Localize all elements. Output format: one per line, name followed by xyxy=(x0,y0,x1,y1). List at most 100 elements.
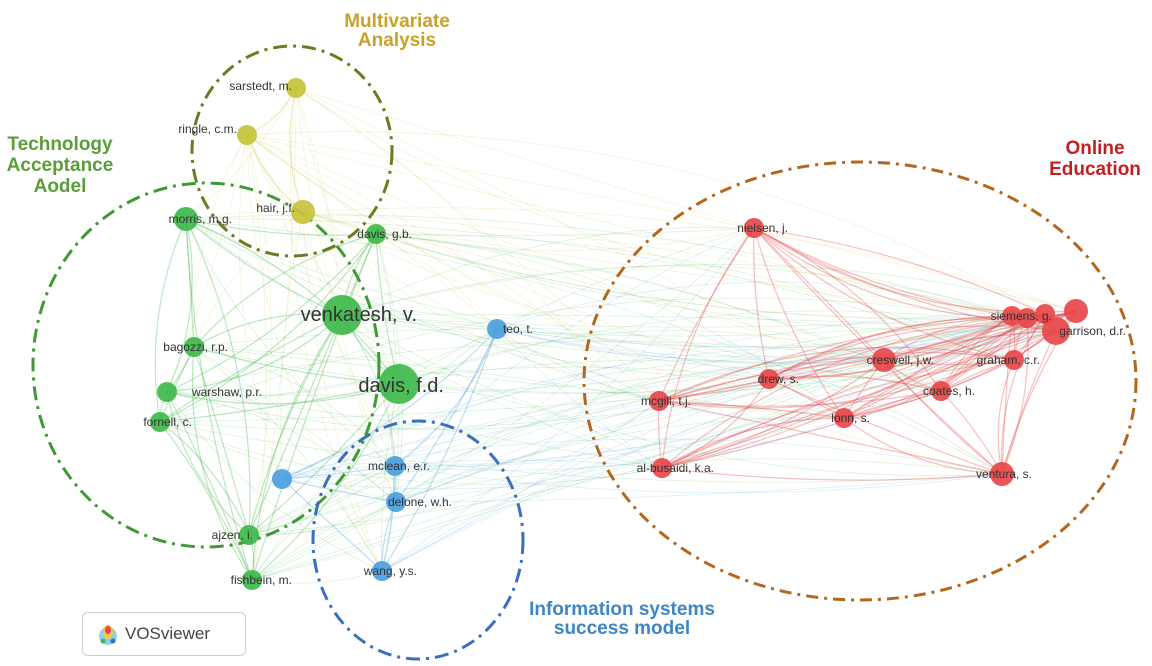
node-green[interactable] xyxy=(322,295,362,335)
link-line xyxy=(248,317,1028,536)
link-line xyxy=(658,315,1013,402)
node-green[interactable] xyxy=(174,207,198,231)
node-labels: sarstedt, m.ringle, c.m.hair, j.f.morris… xyxy=(143,79,1126,587)
link-line xyxy=(997,359,1015,475)
node-red[interactable] xyxy=(834,408,854,428)
node-red[interactable] xyxy=(990,462,1014,486)
link-line xyxy=(185,218,253,581)
link-line xyxy=(661,390,942,469)
link-line xyxy=(1001,317,1029,475)
node-green[interactable] xyxy=(150,412,170,432)
vosviewer-logo: VOSviewer xyxy=(82,612,246,656)
node-label: morris, m.g. xyxy=(169,212,232,226)
link-line xyxy=(398,227,755,385)
node-blue[interactable] xyxy=(385,456,405,476)
link-line xyxy=(166,383,400,405)
node-red[interactable] xyxy=(1042,317,1070,345)
link-line xyxy=(753,227,942,392)
node-red[interactable] xyxy=(1017,308,1037,328)
link-line xyxy=(251,501,397,581)
link-line xyxy=(753,227,885,361)
node-green[interactable] xyxy=(366,224,386,244)
link-line xyxy=(281,310,1077,480)
cluster-ring-red xyxy=(582,160,1138,602)
link-line xyxy=(246,134,400,385)
link-line xyxy=(159,421,397,503)
link-line xyxy=(302,211,1046,315)
link-line xyxy=(185,218,1077,348)
node-green[interactable] xyxy=(242,570,262,590)
link-line xyxy=(238,134,283,480)
link-line xyxy=(394,328,498,467)
link-line xyxy=(341,314,1057,332)
node-yellow[interactable] xyxy=(237,125,257,145)
link-line xyxy=(843,390,942,419)
link-line xyxy=(185,218,251,536)
link-line xyxy=(251,310,1077,581)
node-red[interactable] xyxy=(649,391,669,411)
link-line xyxy=(341,314,1003,477)
link-line xyxy=(246,134,272,536)
link-line xyxy=(302,211,1028,321)
link-line xyxy=(281,346,1015,480)
link-line xyxy=(251,570,383,584)
link-line xyxy=(768,316,1028,380)
node-green[interactable] xyxy=(184,337,204,357)
node-label: garrison, d.r. xyxy=(1059,324,1126,338)
link-line xyxy=(159,383,400,423)
node-red[interactable] xyxy=(1064,299,1088,323)
node-blue[interactable] xyxy=(487,319,507,339)
link-line xyxy=(375,233,1057,333)
node-red[interactable] xyxy=(931,381,951,401)
link-line xyxy=(341,265,1028,319)
link-line xyxy=(843,330,1057,419)
link-line xyxy=(768,378,1003,475)
link-line xyxy=(193,233,377,348)
link-line xyxy=(341,314,660,402)
node-red[interactable] xyxy=(1004,350,1024,370)
link-line xyxy=(248,383,400,536)
link-line xyxy=(768,310,1077,380)
link-line xyxy=(661,330,1057,469)
link-line xyxy=(661,313,1046,469)
link-line xyxy=(753,227,1013,317)
link-line xyxy=(843,359,1015,419)
node-label: bagozzi, r.p. xyxy=(163,340,228,354)
link-line xyxy=(302,211,1015,365)
node-green[interactable] xyxy=(379,364,419,404)
node-green[interactable] xyxy=(239,525,259,545)
link-line xyxy=(381,400,660,572)
node-label: ringle, c.m. xyxy=(178,122,237,136)
node-yellow[interactable] xyxy=(291,200,315,224)
link-line xyxy=(381,313,1046,572)
link-line xyxy=(185,218,195,348)
node-yellow[interactable] xyxy=(286,78,306,98)
link-line xyxy=(248,310,1077,536)
node-label: creswell, j.w. xyxy=(867,353,934,367)
node-green[interactable] xyxy=(157,382,177,402)
link-line xyxy=(248,465,396,536)
link-line xyxy=(166,340,885,393)
node-red[interactable] xyxy=(744,218,764,238)
node-red[interactable] xyxy=(1035,304,1055,324)
node-red[interactable] xyxy=(872,348,896,372)
link-line xyxy=(753,227,845,419)
link-line xyxy=(753,227,1046,315)
link-line xyxy=(193,346,383,572)
link-line xyxy=(768,315,1013,380)
link-line xyxy=(1001,315,1013,475)
node-red[interactable] xyxy=(759,369,779,389)
node-red[interactable] xyxy=(1002,306,1022,326)
link-line xyxy=(496,317,1028,358)
link-line xyxy=(496,328,1003,475)
node-blue[interactable] xyxy=(372,561,392,581)
node-red[interactable] xyxy=(652,458,672,478)
node-blue[interactable] xyxy=(272,469,292,489)
link-line xyxy=(394,310,1077,467)
node-blue[interactable] xyxy=(386,492,406,512)
link-line xyxy=(246,134,1003,475)
link-line xyxy=(381,328,498,572)
